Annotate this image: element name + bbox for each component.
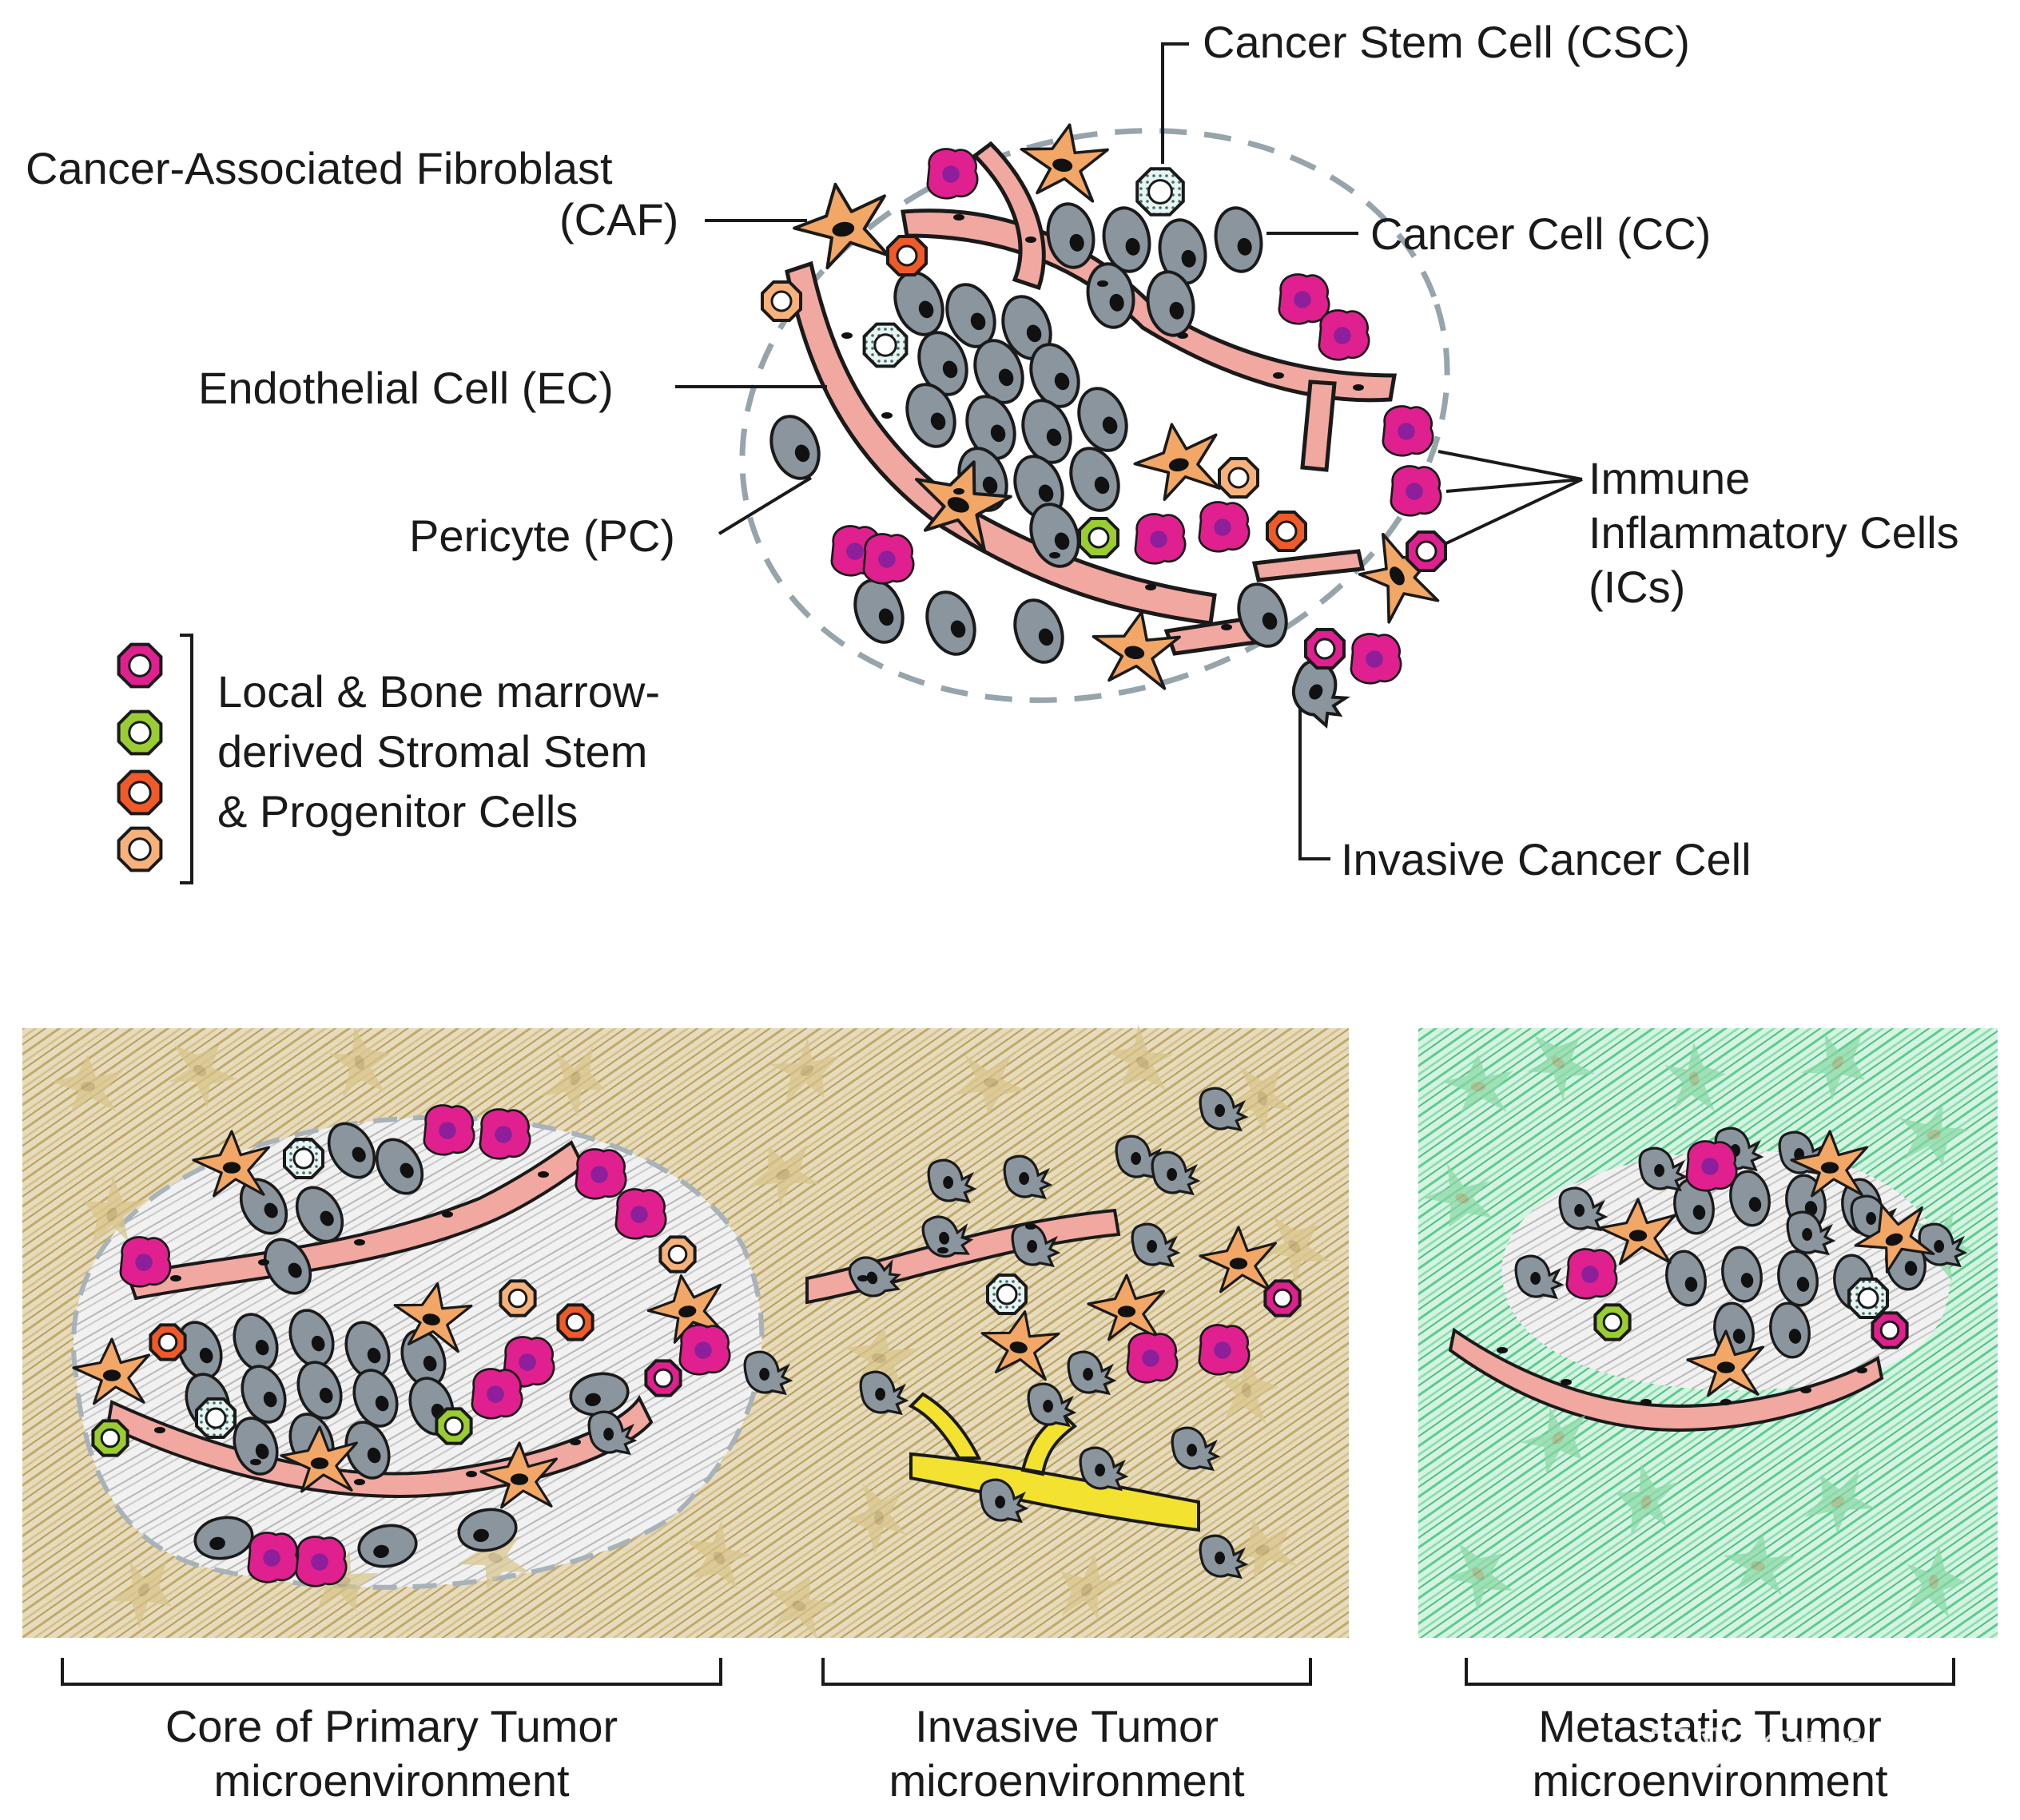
label-immune-line2: Inflammatory Cells <box>1589 508 1959 558</box>
immune-cell <box>864 534 913 583</box>
stromal-stem-cell <box>119 645 161 687</box>
immune-cell <box>480 1109 530 1158</box>
immune-cell <box>424 1105 474 1154</box>
stromal-stem-cell <box>1267 512 1306 550</box>
panel-title-core-line1: Core of Primary Tumor <box>72 1702 711 1752</box>
main-tumor-diagram <box>667 42 1521 789</box>
immune-cell <box>680 1325 730 1374</box>
immune-cell <box>1351 634 1401 683</box>
immune-cell <box>1383 406 1433 455</box>
label-immune-line3: (ICs) <box>1589 562 1685 613</box>
panel-title-invasive-line1: Invasive Tumor <box>827 1702 1306 1752</box>
immune-cell <box>1391 466 1441 515</box>
cancer-stem-cell <box>865 324 907 367</box>
cancer-stem-cell <box>197 1399 235 1437</box>
stromal-stem-cell <box>1306 630 1344 668</box>
cancer-stem-cell <box>284 1139 323 1178</box>
immune-cell <box>1199 1325 1249 1374</box>
panel-title-core-line2: microenvironment <box>72 1756 711 1806</box>
stromal-stem-cell <box>93 1421 127 1455</box>
stromal-stem-cell <box>1407 532 1445 570</box>
immune-cell <box>1135 514 1185 563</box>
immune-cell <box>249 1532 298 1582</box>
stromal-stem-cell <box>436 1409 471 1443</box>
label-cancer-stem-cell: Cancer Stem Cell (CSC) <box>1203 18 1690 68</box>
immune-cell <box>1279 274 1329 324</box>
stromal-stem-cell <box>1080 519 1118 557</box>
stromal-stem-cell <box>119 712 161 754</box>
label-caf-line1: Cancer-Associated Fibroblast <box>26 144 613 194</box>
stromal-stem-cell <box>646 1361 680 1395</box>
watermark: 知乎 @tine <box>1646 1710 1902 1777</box>
immune-cell <box>296 1536 346 1586</box>
cancer-stem-cell <box>1137 169 1183 215</box>
stromal-stem-cell <box>119 829 161 871</box>
stromal-stem-cell <box>119 772 161 814</box>
panel-brackets <box>62 1658 1954 1684</box>
immune-cell <box>472 1369 522 1418</box>
label-invasive-cancer-cell: Invasive Cancer Cell <box>1341 835 1752 885</box>
immune-cell <box>121 1237 170 1286</box>
immune-cell <box>1319 310 1369 360</box>
metastatic-panel <box>1417 1015 1998 1638</box>
core-and-invasive-panel <box>22 1019 1349 1643</box>
label-pericyte: Pericyte (PC) <box>409 511 675 562</box>
stromal-stem-cell <box>660 1237 694 1271</box>
immune-cell <box>576 1149 626 1198</box>
immune-cell <box>1127 1333 1177 1382</box>
legend-label-line3: & Progenitor Cells <box>217 787 578 837</box>
label-cancer-cell: Cancer Cell (CC) <box>1370 209 1711 260</box>
label-endothelial-cell: Endothelial Cell (EC) <box>198 364 614 414</box>
stem-cell-legend-icons <box>119 645 161 871</box>
stromal-stem-cell <box>1265 1281 1299 1315</box>
immune-cell <box>616 1189 666 1238</box>
stromal-stem-cell <box>762 282 801 320</box>
stromal-stem-cell <box>500 1281 535 1315</box>
immune-cell <box>1687 1141 1736 1190</box>
legend-label-line1: Local & Bone marrow- <box>217 667 660 717</box>
immune-cell <box>928 149 977 198</box>
cancer-stem-cell <box>988 1275 1026 1313</box>
legend-label-line2: derived Stromal Stem <box>217 727 647 777</box>
label-immune-line1: Immune <box>1589 454 1750 504</box>
immune-cell <box>1199 502 1249 551</box>
stromal-stem-cell <box>1219 459 1258 497</box>
immune-cell <box>1567 1249 1616 1298</box>
stromal-stem-cell <box>150 1325 185 1359</box>
stromal-stem-cell <box>1872 1313 1907 1347</box>
label-caf-line2: (CAF) <box>559 195 678 245</box>
stromal-stem-cell <box>558 1305 592 1339</box>
stromal-stem-cell <box>1595 1305 1629 1339</box>
panel-title-invasive-line2: microenvironment <box>827 1756 1306 1806</box>
stromal-stem-cell <box>888 236 926 275</box>
